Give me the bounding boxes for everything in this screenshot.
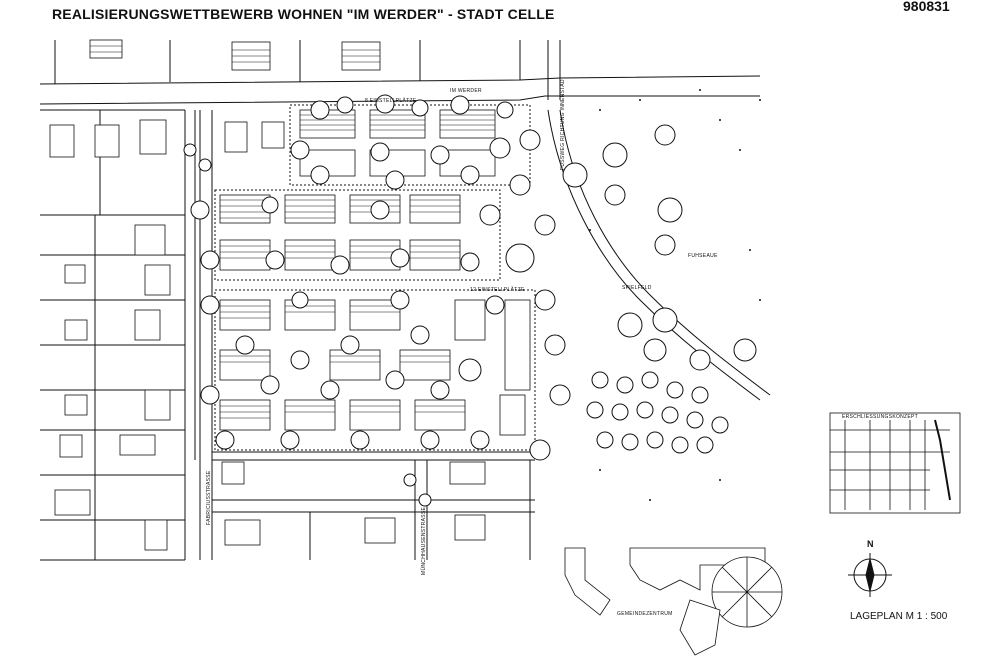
label-street-fabricius: FABRICIUSSTRASSE xyxy=(206,470,212,525)
road-im-werder-south-edge xyxy=(39,95,760,105)
label-parking-mid: 12 EINSTELLPLÄTZE xyxy=(470,287,525,293)
project-code: 980831 xyxy=(903,0,950,14)
scale-label: LAGEPLAN M 1 : 500 xyxy=(850,611,948,622)
label-field: SPIELFELD xyxy=(622,285,652,291)
north-label: N xyxy=(867,539,874,549)
label-community-centre: GEMEINDEZENTRUM xyxy=(617,611,673,617)
label-footpath: FUSSWEG RICHTUNG INNENSTADT xyxy=(560,75,566,170)
fabriciusstrasse xyxy=(199,110,213,560)
community-centre xyxy=(564,547,783,656)
trees xyxy=(183,94,757,507)
row-houses xyxy=(49,39,531,551)
label-street-im-werder: IM WERDER xyxy=(450,88,482,94)
house-hatching xyxy=(90,45,495,419)
fuhseaue-stipple xyxy=(589,89,761,501)
label-parking-top: 8 EINSTELLPLÄTZE xyxy=(365,98,417,104)
north-arrow-icon xyxy=(848,553,892,597)
label-river: FUHSEAUE xyxy=(688,253,718,259)
page-title: REALISIERUNGSWETTBEWERB WOHNEN "IM WERDE… xyxy=(52,6,555,22)
footpath xyxy=(547,40,561,100)
label-concept: ERSCHLIESSUNGSKONZEPT xyxy=(842,414,919,420)
road-im-werder-north-edge xyxy=(39,75,761,85)
concept-inset-map xyxy=(829,412,961,514)
label-street-muenchhausen: MÜNCHHAUSENSTRASSE xyxy=(421,506,427,575)
